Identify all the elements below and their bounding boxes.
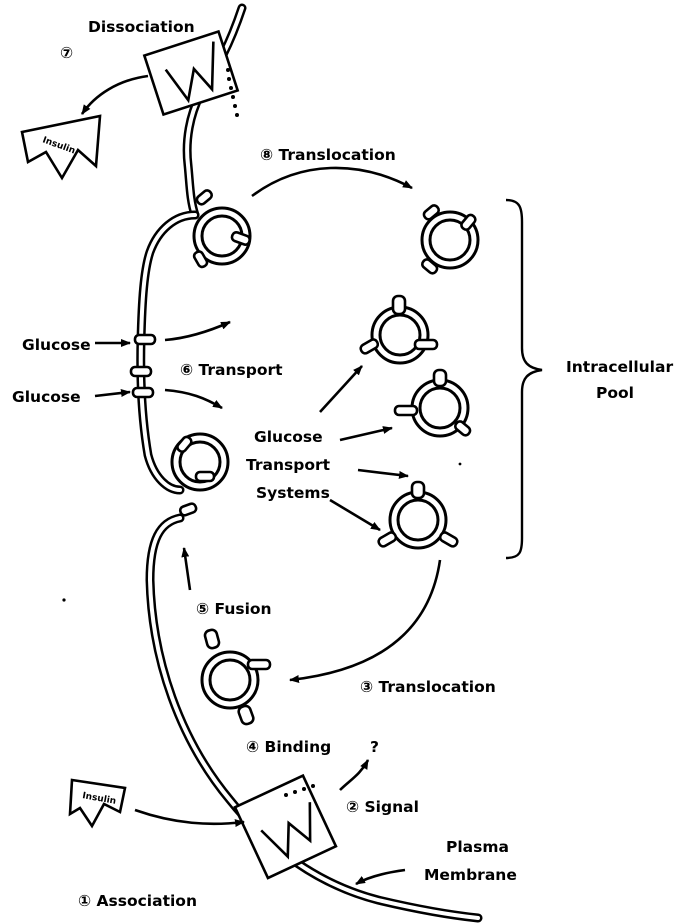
label-association: ① Association	[78, 892, 197, 910]
label-translocation-bottom: ③ Translocation	[360, 678, 496, 696]
label-transport: ⑥ Transport	[180, 361, 283, 379]
label-signal: ② Signal	[346, 798, 419, 816]
label-membrane-line2: Membrane	[424, 866, 517, 884]
label-gts-line1: Glucose	[254, 428, 323, 446]
arrow-fusion	[184, 548, 190, 590]
arrow-glucose-1-out	[165, 322, 230, 340]
vesicle-pool-2	[359, 296, 437, 359]
arrow-glucose-2-out	[165, 390, 222, 408]
label-membrane-line1: Plasma	[446, 838, 509, 856]
label-fusion: ⑤ Fusion	[196, 600, 272, 618]
vesicle-binding	[204, 629, 270, 726]
speck	[459, 463, 462, 466]
label-glucose-2: Glucose	[12, 388, 81, 406]
label-pool-line1: Intracellular	[566, 358, 673, 376]
arrow-association	[135, 810, 244, 824]
vesicle-pool-1	[421, 204, 477, 275]
arrow-gts-to-pool3	[340, 428, 392, 440]
speck	[62, 598, 65, 601]
arrow-gts-to-pool2	[320, 366, 362, 412]
arrow-gts-to-pool4b	[330, 500, 380, 530]
arrow-translocation-bottom	[290, 560, 440, 680]
arrow-dissociation	[82, 76, 148, 114]
arrow-gts-to-pool4a	[358, 470, 408, 476]
arrows	[82, 76, 440, 884]
label-gts-line2: Transport	[246, 456, 331, 474]
label-dissociation: Dissociation	[88, 18, 195, 36]
label-pool-line2: Pool	[596, 384, 634, 402]
vesicle-pool-4	[377, 482, 459, 548]
arrow-translocation-top	[252, 168, 412, 196]
insulin-receptor-bottom	[235, 776, 336, 878]
arrow-membrane-pointer	[356, 870, 405, 884]
membrane-transporters	[131, 335, 155, 397]
label-glucose-1: Glucose	[22, 336, 91, 354]
vesicle-fusing-lower	[176, 435, 224, 516]
insulin-released: Insulin	[22, 116, 100, 178]
arrow-signal	[340, 760, 368, 790]
vesicle-fusing-upper	[193, 189, 251, 269]
pool-bracket	[506, 200, 542, 558]
vesicle-pool-3	[395, 370, 472, 437]
arrow-glucose-2-in	[95, 392, 130, 396]
label-binding: ④ Binding	[246, 738, 331, 756]
insulin-approaching: Insulin	[70, 780, 125, 826]
label-translocation-top: ⑧ Translocation	[260, 146, 396, 164]
label-dissociation-number: ⑦	[60, 44, 73, 62]
label-gts-line3: Systems	[256, 484, 330, 502]
labels: Dissociation ⑦ ⑧ Translocation Glucose G…	[12, 18, 673, 910]
label-question: ?	[370, 738, 379, 756]
